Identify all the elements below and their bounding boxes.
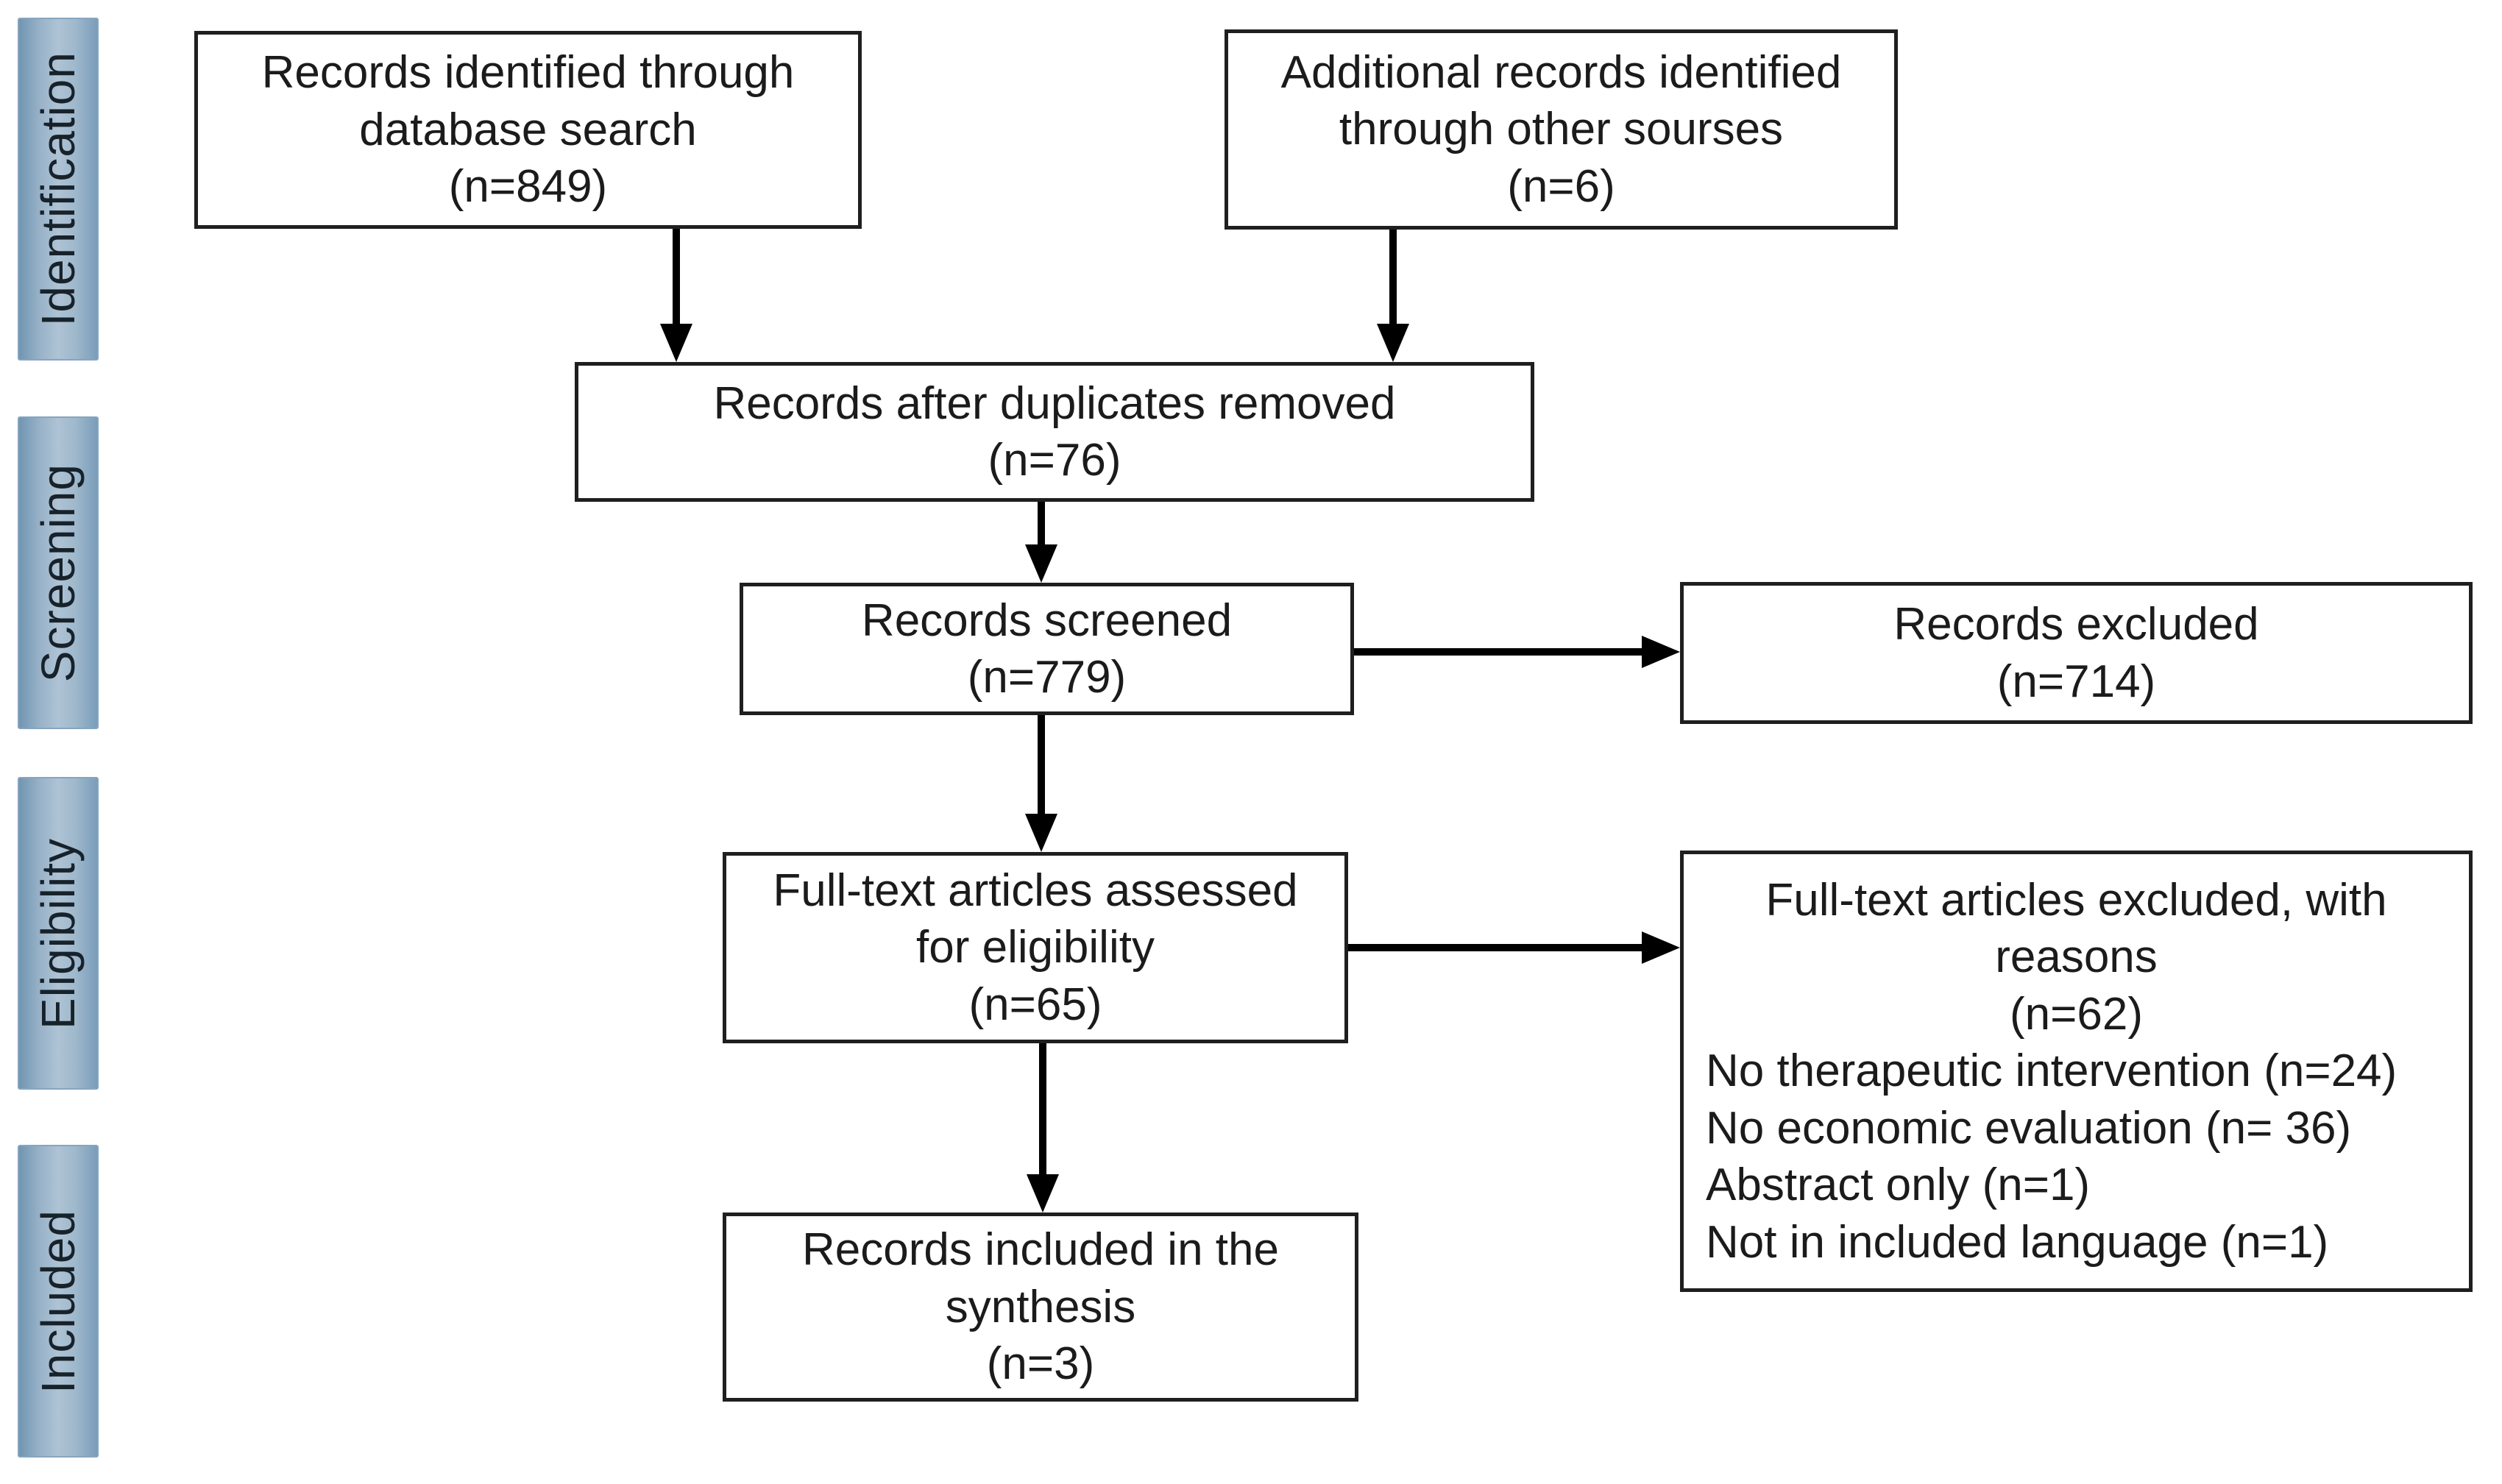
arrow-duplicates-to-screened: [1025, 502, 1057, 583]
box-included-synthesis-text: Records included in the synthesis (n=3): [802, 1224, 1279, 1390]
stage-screening-label: Screening: [32, 463, 85, 683]
stage-eligibility: Eligibility: [18, 777, 99, 1090]
stage-included-label: Included: [32, 1209, 85, 1394]
box-records-identified-text: Records identified through database sear…: [261, 47, 795, 213]
stage-identification-label: Identification: [32, 52, 85, 327]
stage-screening: Screening: [18, 416, 99, 729]
stage-included: Included: [18, 1145, 99, 1458]
box-fulltext-excluded-title: Full-text articles excluded, with reason…: [1765, 874, 2387, 1040]
box-fulltext-excluded-reasons: No therapeutic intervention (n=24) No ec…: [1706, 1045, 2398, 1268]
box-duplicates-removed-text: Records after duplicates removed (n=76): [713, 377, 1396, 486]
arrow-fulltext-to-fulltext-excluded: [1348, 931, 1680, 964]
box-included-synthesis: Records included in the synthesis (n=3): [723, 1213, 1358, 1402]
box-fulltext-assessed: Full-text articles assessed for eligibil…: [723, 852, 1348, 1043]
arrow-screened-to-fulltext: [1025, 715, 1057, 852]
box-fulltext-excluded: Full-text articles excluded, with reason…: [1680, 851, 2473, 1292]
arrow-fulltext-to-included: [1027, 1043, 1059, 1213]
arrow-screened-to-excluded: [1354, 636, 1680, 668]
box-additional-records: Additional records identified through ot…: [1225, 29, 1898, 230]
box-records-screened-text: Records screened (n=779): [861, 594, 1233, 703]
stage-identification: Identification: [18, 18, 99, 361]
box-duplicates-removed: Records after duplicates removed (n=76): [575, 362, 1534, 502]
box-records-screened: Records screened (n=779): [740, 583, 1354, 715]
arrow-additional-to-duplicates: [1377, 230, 1409, 362]
arrow-identified-to-duplicates: [660, 229, 692, 362]
stage-eligibility-label: Eligibility: [32, 837, 85, 1029]
box-records-identified: Records identified through database sear…: [194, 31, 862, 229]
box-additional-records-text: Additional records identified through ot…: [1280, 46, 1842, 212]
box-records-excluded: Records excluded (n=714): [1680, 582, 2473, 724]
box-records-excluded-text: Records excluded (n=714): [1893, 599, 2259, 707]
box-fulltext-assessed-text: Full-text articles assessed for eligibil…: [773, 865, 1298, 1030]
